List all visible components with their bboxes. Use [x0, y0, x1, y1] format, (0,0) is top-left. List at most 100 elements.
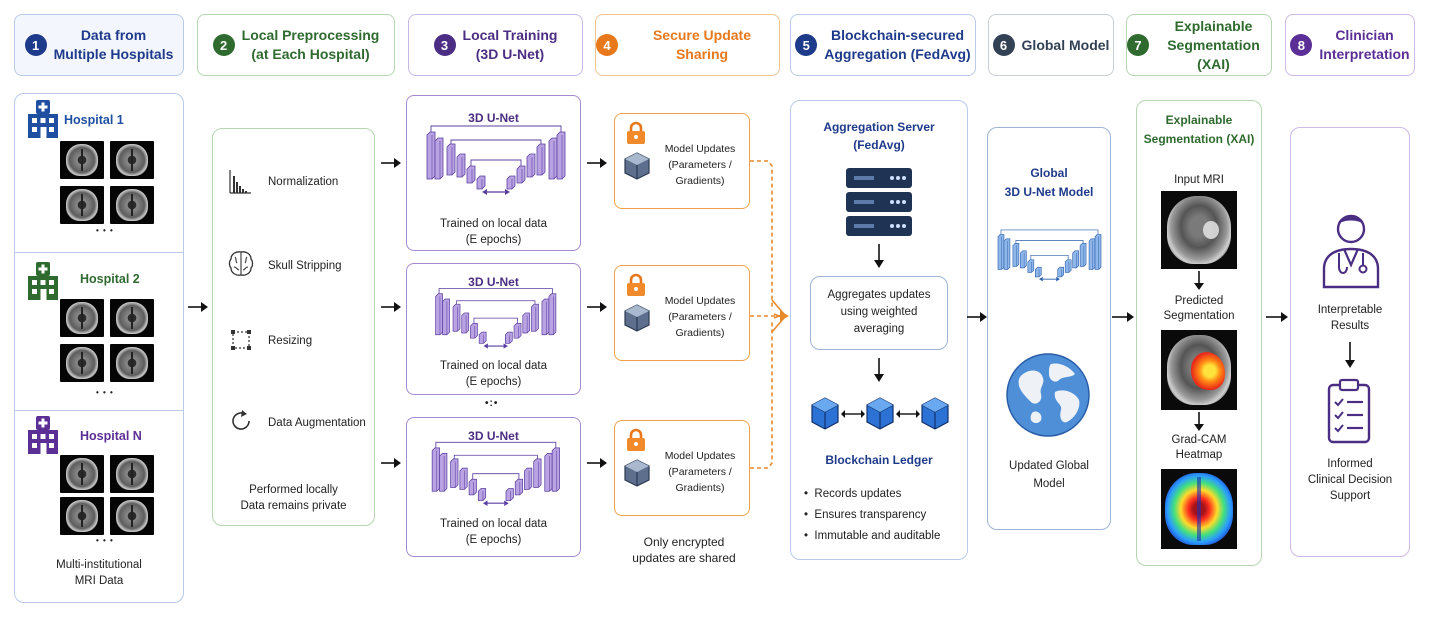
label-line: Segmentation: [1163, 310, 1235, 322]
preprocess-step-label: Normalization: [268, 176, 339, 188]
unet-title: 3D U-Net: [468, 275, 519, 289]
caption-line: (E epochs): [465, 234, 522, 246]
hospital-name: Hospital 1: [64, 113, 124, 127]
flow-arrow: [1112, 312, 1134, 322]
mri-slice: [60, 186, 104, 224]
step-subtitle: (3D U-Net): [475, 46, 545, 62]
step-subtitle: Segmentation (XAI): [1167, 36, 1260, 72]
caption-line: (E epochs): [465, 534, 522, 546]
unet-architecture-icon: [426, 125, 566, 195]
brain-icon: [228, 251, 254, 276]
model-update-label: Model Updates(Parameters /Gradients): [656, 293, 744, 341]
label-line: Gradients): [675, 327, 725, 339]
step-title: Local Training: [462, 27, 558, 43]
title-line: 3D U-Net Model: [1004, 185, 1094, 199]
hospital-name: Hospital 2: [80, 272, 140, 286]
predicted-segmentation-label: Predicted Segmentation: [1138, 294, 1260, 324]
flow-arrow: [381, 302, 401, 312]
flow-arrow-down: [874, 358, 884, 382]
preprocess-step-label: Resizing: [268, 335, 313, 347]
clinical-support-label: Informed Clinical Decision Support: [1293, 456, 1407, 504]
mri-slice: [60, 497, 104, 535]
label-line: Heatmap: [1175, 449, 1223, 461]
flow-arrow: [381, 458, 401, 468]
blockchain-ledger-title: Blockchain Ledger: [825, 453, 933, 467]
preprocessing-panel: [212, 128, 375, 526]
caption-line: Trained on local data: [440, 218, 547, 230]
step-number: 7: [1127, 34, 1149, 56]
server-icon: [846, 168, 912, 236]
input-mri-label: Input MRI: [1174, 174, 1224, 186]
lock-icon: [627, 121, 645, 144]
title-line: (FedAvg): [853, 138, 905, 152]
footer-line: updates are shared: [632, 551, 736, 565]
flow-arrow: [1266, 312, 1288, 322]
footer-line: MRI Data: [74, 575, 124, 587]
encrypted-update-connector: [750, 160, 789, 469]
step-number: 5: [795, 34, 818, 56]
step-number: 4: [596, 34, 618, 56]
label-line: Grad-CAM: [1171, 434, 1227, 446]
title-line: Segmentation (XAI): [1143, 132, 1255, 146]
label-line: (Parameters /: [668, 159, 732, 171]
footer-line: Model: [1033, 478, 1065, 490]
histogram-icon: [229, 170, 251, 194]
aggregation-server-title: Aggregation Server (FedAvg): [800, 118, 958, 154]
unet-caption: Trained on local data (E epochs): [407, 516, 580, 548]
flow-arrow-down: [1345, 342, 1355, 368]
step-number: 3: [433, 34, 456, 56]
desc-line: Aggregates updates: [827, 289, 931, 301]
label-line: Predicted: [1174, 295, 1224, 307]
step-title: Explainable: [1174, 17, 1253, 34]
flow-arrow: [967, 312, 987, 322]
mri-slice: [110, 497, 154, 535]
rotate-icon: [232, 410, 250, 430]
flow-arrow: [587, 158, 607, 168]
footer-line: Performed locally: [249, 484, 338, 496]
unet-architecture-icon: [435, 288, 557, 349]
doctor-icon: [1322, 214, 1380, 289]
step-number: 1: [24, 34, 47, 56]
update-sharing-footer: Only encrypted updates are shared: [606, 534, 762, 566]
caption-line: (E epochs): [465, 376, 522, 388]
step-title: Clinician: [1335, 27, 1394, 43]
label-line: Gradients): [675, 482, 725, 494]
ledger-bullet: • Records updates: [804, 488, 902, 500]
mri-slice: [60, 344, 104, 382]
global-unet-icon: [997, 229, 1102, 282]
step-subtitle: Multiple Hospitals: [53, 46, 174, 62]
gradcam-heatmap-image: [1161, 469, 1237, 549]
mri-slice: [60, 455, 104, 493]
flow-arrow: [188, 302, 208, 312]
step-subtitle: Interpretation: [1319, 46, 1410, 62]
step-title: Data from: [80, 27, 147, 43]
step-4-header: 4 Secure Update Sharing: [595, 14, 780, 76]
flow-arrow-down: [1194, 412, 1204, 431]
caption-line: Trained on local data: [440, 518, 547, 530]
model-update-label: Model Updates(Parameters /Gradients): [656, 448, 744, 496]
hospital-name: Hospital N: [80, 429, 142, 443]
mri-slice: [60, 141, 104, 179]
interpretable-results-label: Interpretable Results: [1293, 302, 1407, 334]
label-line: (Parameters /: [668, 466, 732, 478]
preprocess-step-label: Skull Stripping: [268, 260, 342, 272]
label-line: Clinical Decision: [1307, 474, 1393, 486]
desc-line: averaging: [853, 323, 905, 335]
more-hospitals-separator: •:•: [485, 398, 499, 409]
mri-slice: [60, 299, 104, 337]
step-3-header: 3 Local Training (3D U-Net): [408, 14, 583, 76]
unet-title: 3D U-Net: [468, 429, 519, 443]
label-line: Interpretable: [1317, 304, 1383, 316]
globe-icon: [1006, 353, 1090, 437]
global-model-panel: [987, 127, 1111, 530]
step-title: Blockchain-secured: [830, 27, 965, 43]
unet-training-card: 3D U-Net Trained on local data (E epochs…: [406, 263, 581, 395]
label-line: Informed: [1327, 458, 1373, 470]
step-title: Global Model: [1021, 36, 1110, 53]
step-title: Secure Update Sharing: [652, 27, 752, 62]
flow-arrow-down: [1194, 271, 1204, 290]
label-line: Model Updates: [664, 295, 736, 307]
